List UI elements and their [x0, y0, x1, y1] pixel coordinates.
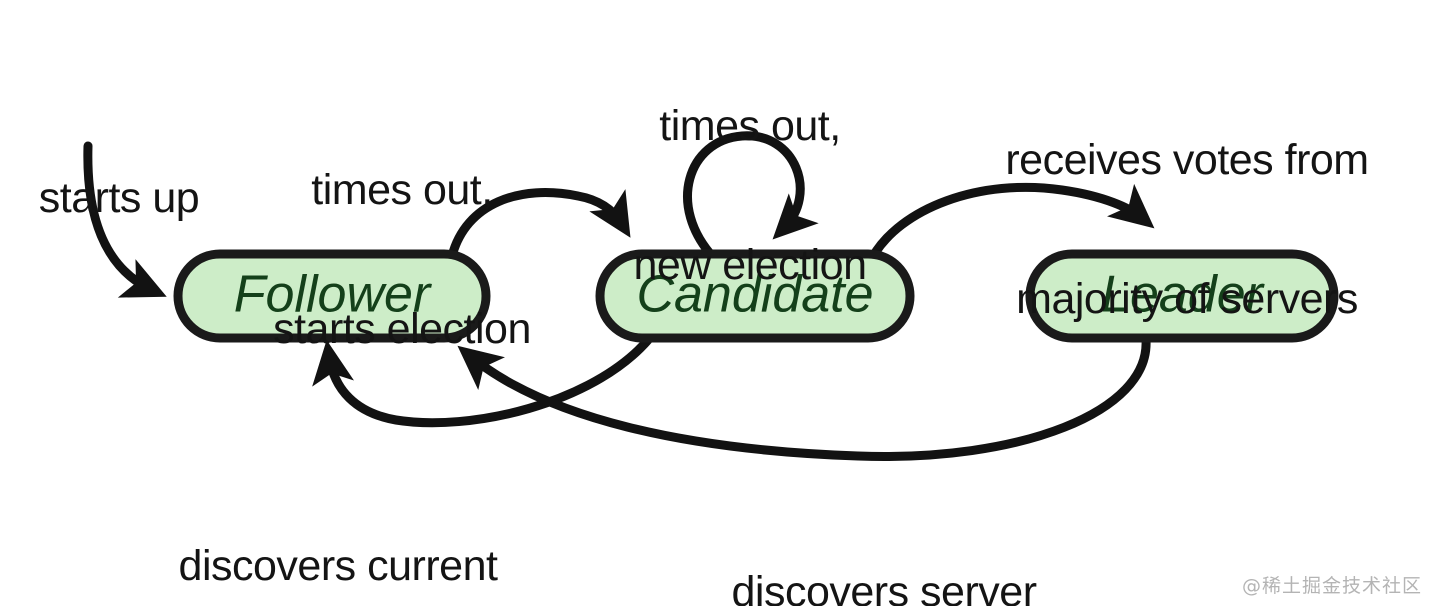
- edge-label-times-out-starts-election: times out, starts election: [232, 74, 572, 446]
- edge-label-discovers-current-leader-line1: discovers current: [178, 541, 498, 590]
- edge-label-discovers-current-leader: discovers current leader or new term: [112, 450, 564, 606]
- node-candidate-shape: [595, 249, 915, 343]
- edge-label-receives-votes-line2: majority of servers: [1016, 275, 1358, 324]
- edge-follower-to-candidate: [447, 188, 631, 261]
- node-leader-shape: [1025, 249, 1339, 343]
- edge-label-starts-up: starts up: [14, 82, 224, 314]
- edge-candidate-to-leader: [867, 182, 1155, 263]
- edge-label-times-out-starts-election-line2: starts election: [273, 305, 531, 354]
- node-follower-shape: [173, 249, 491, 343]
- edge-label-discovers-server-higher-term-line1: discovers server: [731, 567, 1037, 606]
- watermark: @稀土掘金技术社区: [1241, 575, 1422, 597]
- edge-leader-to-candidate: [457, 335, 1151, 461]
- edge-candidate-self-loop: [683, 131, 819, 263]
- node-follower-label: Follower: [234, 266, 433, 324]
- node-leader[interactable]: Leader: [1025, 249, 1339, 343]
- edge-label-starts-up-line1: starts up: [38, 173, 200, 222]
- edge-label-times-out-new-election: times out, new election: [592, 10, 908, 382]
- edge-label-receives-votes: receives votes from majority of servers: [952, 44, 1422, 416]
- node-candidate-label: Candidate: [636, 266, 873, 324]
- edge-label-times-out-starts-election-line1: times out,: [311, 165, 493, 214]
- node-candidate[interactable]: Candidate: [595, 249, 915, 343]
- edge-start-to-follower: [83, 141, 167, 298]
- node-leader-label: Leader: [1101, 266, 1266, 324]
- edge-candidate-to-follower: [312, 335, 653, 428]
- edge-label-times-out-new-election-line1: times out,: [659, 101, 841, 150]
- node-follower[interactable]: Follower: [173, 249, 491, 343]
- edge-label-discovers-server-higher-term: discovers server with higher term: [688, 476, 1080, 606]
- edge-label-times-out-new-election-line2: new election: [633, 241, 867, 290]
- edge-label-receives-votes-line1: receives votes from: [1005, 135, 1369, 184]
